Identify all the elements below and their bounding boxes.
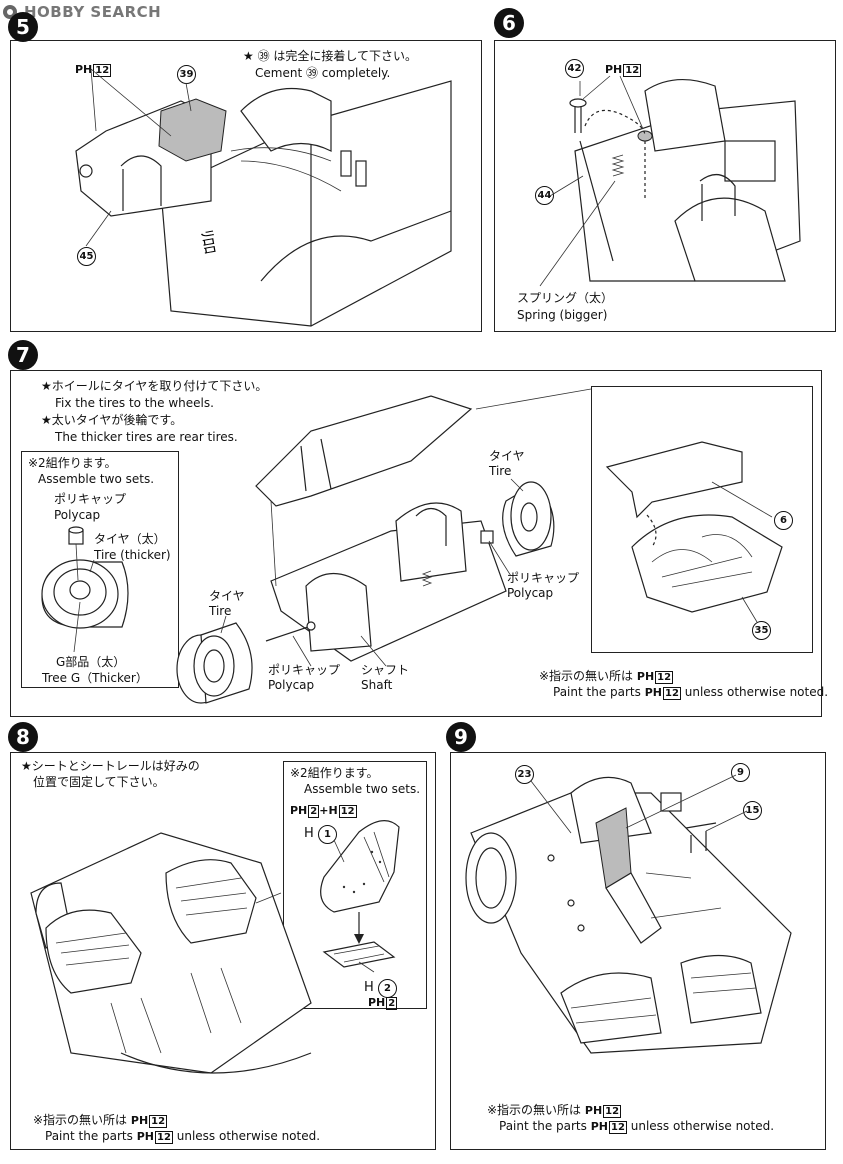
step7-note2-en: The thicker tires are rear tires. [55,430,238,444]
step7-polycap-left-jp: ポリキャップ [268,663,341,677]
svg-text:ﾘﾛﾛ: ﾘﾛﾛ [197,228,220,255]
step7-polycap-right-en: Polycap [507,586,554,600]
step8-inset-jp: ※2組作ります。 [290,766,379,780]
step6-chassis-drawing [539,75,801,287]
step7-inset-treeg-jp: G部品（太） [56,655,126,669]
step7-inset-tire-thick-jp: タイヤ（太） [94,532,166,546]
step8-note-jp-1: ★シートとシートレールは好みの [21,759,200,773]
step-8-panel: ★シートとシートレールは好みの 位置で固定して下さい。 ※2組作ります。 Ass… [10,752,436,1150]
step7-seat-inset: 6 35 [591,386,813,653]
step7-tire-front-jp: タイヤ [209,589,245,603]
step7-inset-polycap-jp: ポリキャップ [54,492,127,506]
step6-spring-jp: スプリング（太） [517,291,614,305]
step9-part-15: 15 [743,801,762,820]
step6-spring-en: Spring (bigger) [517,308,608,322]
step5-note-en: Cement ㊴ completely. [255,66,391,80]
step7-polycap-right-jp: ポリキャップ [507,571,580,585]
step-8-number: 8 [8,722,38,752]
step8-inset-en: Assemble two sets. [304,782,421,796]
step7-tire-rear-en: Tire [489,464,512,478]
logo-text: HOBBY SEARCH [24,3,162,21]
step-9-number: 9 [446,722,476,752]
step7-inset-treeg-en: Tree G（Thicker） [42,671,148,685]
step-7-number: 7 [8,340,38,370]
step7-rear-seat-drawing [605,441,783,623]
step-5-number: 5 [8,12,38,42]
step7-note1-en: Fix the tires to the wheels. [55,396,214,410]
step7-tire-front-en: Tire [209,604,232,618]
step-6-number: 6 [494,8,524,38]
step7-note1-jp: ★ホイールにタイヤを取り付けて下さい。 [41,379,268,393]
step9-chassis-drawing [465,774,792,1054]
step6-part-42: 42 [565,59,584,78]
step5-part-39: 39 [177,65,196,84]
step7-inset-wheel-drawing [41,526,129,653]
step7-polycap-left-en: Polycap [268,678,315,692]
step8-h1-label: H [304,826,314,841]
step7-part-6: 6 [774,511,793,530]
step9-part-23: 23 [515,765,534,784]
step-7-panel: ★ホイールにタイヤを取り付けて下さい。 Fix the tires to the… [10,370,828,717]
step7-shaft-en: Shaft [361,678,393,692]
step7-inset-tire-thick-en: Tire (thicker) [94,548,171,562]
step5-note-jp: ★ ㊴ は完全に接着して下さい。 [243,49,418,63]
step8-h2-label: H [364,980,374,995]
hobby-search-logo: HOBBY SEARCH [2,3,161,21]
step7-inset-jp: ※2組作ります。 [28,456,117,470]
step7-inset-polycap-en: Polycap [54,508,101,522]
step7-two-sets-inset: ※2組作ります。 Assemble two sets. ポリキャップ Polyc… [21,451,179,688]
step7-note2-jp: ★太いタイヤが後輪です。 [41,413,183,427]
step5-part-45: 45 [77,247,96,266]
step7-part-35: 35 [752,621,771,640]
step8-chassis-drawing [30,832,312,1074]
step7-inset-en: Assemble two sets. [38,472,155,486]
step9-part-9: 9 [731,763,750,782]
step7-tire-rear-jp: タイヤ [489,449,525,463]
step8-seat-drawing [320,820,400,973]
step7-chassis-drawing [176,388,592,704]
step6-part-44: 44 [535,186,554,205]
step5-chassis-drawing: ﾘﾛﾛ [75,68,452,327]
step8-h1-num: 1 [318,825,337,844]
step8-note-jp-2: 位置で固定して下さい。 [33,775,165,789]
step7-shaft-jp: シャフト [361,663,410,677]
step-5-panel: ★ ㊴ は完全に接着して下さい。 Cement ㊴ completely. PH… [10,40,482,332]
